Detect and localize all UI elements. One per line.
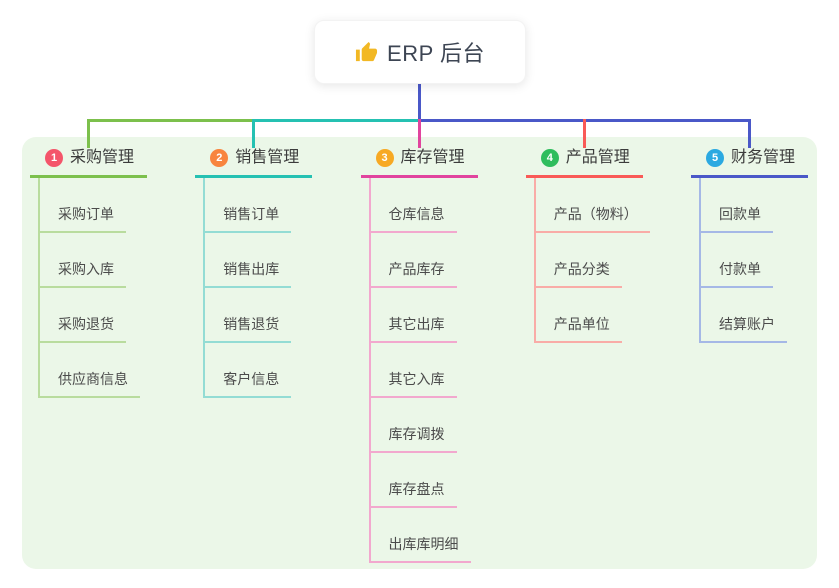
branch-2: 2 销售管理 销售订单 销售出库 销售退货 客户信息	[195, 148, 313, 398]
sub-item-label: 其它出库	[370, 316, 457, 343]
mindmap-sub-item[interactable]: 销售退货	[205, 288, 292, 343]
branch-drop-line	[417, 119, 421, 148]
branch-items: 销售订单 销售出库 销售退货 客户信息	[203, 178, 292, 398]
branch-header[interactable]: 3 库存管理	[360, 148, 478, 178]
branch-4: 4 产品管理 产品（物料） 产品分类 产品单位	[525, 148, 650, 343]
mindmap-sub-item[interactable]: 其它入库	[370, 343, 471, 398]
mindmap-sub-item[interactable]: 销售出库	[205, 233, 292, 288]
root-node[interactable]: ERP 后台	[314, 20, 526, 84]
branch-title: 采购管理	[70, 149, 135, 166]
branch-drop-line	[87, 119, 90, 148]
branch-header[interactable]: 2 销售管理	[195, 148, 313, 178]
branch-drop-line	[748, 119, 751, 148]
branch-drop-line	[582, 119, 586, 148]
sub-item-label: 仓库信息	[370, 206, 457, 233]
branch-1: 1 采购管理 采购订单 采购入库 采购退货 供应商信息	[30, 148, 147, 398]
branches-panel	[22, 137, 817, 569]
sub-item-label: 其它入库	[370, 371, 457, 398]
branch-items: 回款单 付款单 结算账户	[699, 178, 787, 343]
sub-item-label: 库存盘点	[370, 481, 457, 508]
branch-items: 采购订单 采购入库 采购退货 供应商信息	[38, 178, 140, 398]
connector-segment	[253, 119, 421, 122]
sub-item-label: 产品（物料）	[535, 206, 650, 233]
branch-header[interactable]: 4 产品管理	[525, 148, 643, 178]
mindmap-sub-item[interactable]: 采购订单	[40, 178, 140, 233]
branch-5: 5 财务管理 回款单 付款单 结算账户	[691, 148, 808, 343]
branch-header[interactable]: 1 采购管理	[30, 148, 147, 178]
mindmap-sub-item[interactable]: 产品分类	[535, 233, 650, 288]
mindmap-sub-item[interactable]: 出库库明细	[370, 508, 471, 563]
branch-items: 仓库信息 产品库存 其它出库 其它入库 库存调拨 库存盘点 出库库明细	[368, 178, 471, 563]
sub-item-label: 采购入库	[40, 261, 126, 288]
branch-title: 销售管理	[235, 149, 300, 166]
mindmap-sub-item[interactable]: 产品（物料）	[535, 178, 650, 233]
branch-header[interactable]: 5 财务管理	[691, 148, 808, 178]
mindmap-sub-item[interactable]: 库存盘点	[370, 453, 471, 508]
root-connector-line	[417, 82, 421, 122]
mindmap-sub-item[interactable]: 其它出库	[370, 288, 471, 343]
branch-title: 财务管理	[731, 149, 796, 166]
sub-item-label: 产品分类	[535, 261, 622, 288]
branch-number-badge: 2	[210, 149, 229, 167]
sub-item-label: 采购退货	[40, 316, 126, 343]
thumbs-up-icon	[355, 41, 378, 64]
mindmap-sub-item[interactable]: 客户信息	[205, 343, 292, 398]
sub-item-label: 销售退货	[205, 316, 292, 343]
mindmap-sub-item[interactable]: 产品库存	[370, 233, 471, 288]
sub-item-label: 库存调拨	[370, 426, 457, 453]
sub-item-label: 回款单	[701, 206, 773, 233]
root-label: ERP 后台	[387, 41, 485, 66]
mindmap-sub-item[interactable]: 销售订单	[205, 178, 292, 233]
mindmap-sub-item[interactable]: 仓库信息	[370, 178, 471, 233]
sub-item-label: 客户信息	[205, 371, 292, 398]
mindmap-sub-item[interactable]: 供应商信息	[40, 343, 140, 398]
branch-title: 库存管理	[400, 149, 465, 166]
mindmap-sub-item[interactable]: 回款单	[701, 178, 787, 233]
branch-drop-line	[252, 119, 256, 148]
branch-number-badge: 3	[375, 149, 394, 167]
sub-item-label: 结算账户	[701, 316, 787, 343]
branch-number-badge: 1	[45, 149, 63, 167]
sub-item-label: 销售出库	[205, 261, 292, 288]
sub-item-label: 产品库存	[370, 261, 457, 288]
connector-segment	[88, 119, 256, 122]
mindmap-sub-item[interactable]: 结算账户	[701, 288, 787, 343]
mindmap-sub-item[interactable]: 付款单	[701, 233, 787, 288]
sub-item-label: 出库库明细	[370, 536, 471, 563]
branch-3: 3 库存管理 仓库信息 产品库存 其它出库 其它入库 库存调拨 库存盘点 出库库…	[360, 148, 478, 563]
mindmap-sub-item[interactable]: 产品单位	[535, 288, 650, 343]
sub-item-label: 采购订单	[40, 206, 126, 233]
branch-items: 产品（物料） 产品分类 产品单位	[533, 178, 650, 343]
mindmap-sub-item[interactable]: 采购退货	[40, 288, 140, 343]
sub-item-label: 付款单	[701, 261, 773, 288]
mindmap-sub-item[interactable]: 采购入库	[40, 233, 140, 288]
mindmap-sub-item[interactable]: 库存调拨	[370, 398, 471, 453]
sub-item-label: 供应商信息	[40, 371, 140, 398]
sub-item-label: 产品单位	[535, 316, 622, 343]
branch-number-badge: 5	[706, 149, 724, 167]
branch-number-badge: 4	[540, 149, 559, 167]
branch-title: 产品管理	[565, 149, 630, 166]
sub-item-label: 销售订单	[205, 206, 292, 233]
